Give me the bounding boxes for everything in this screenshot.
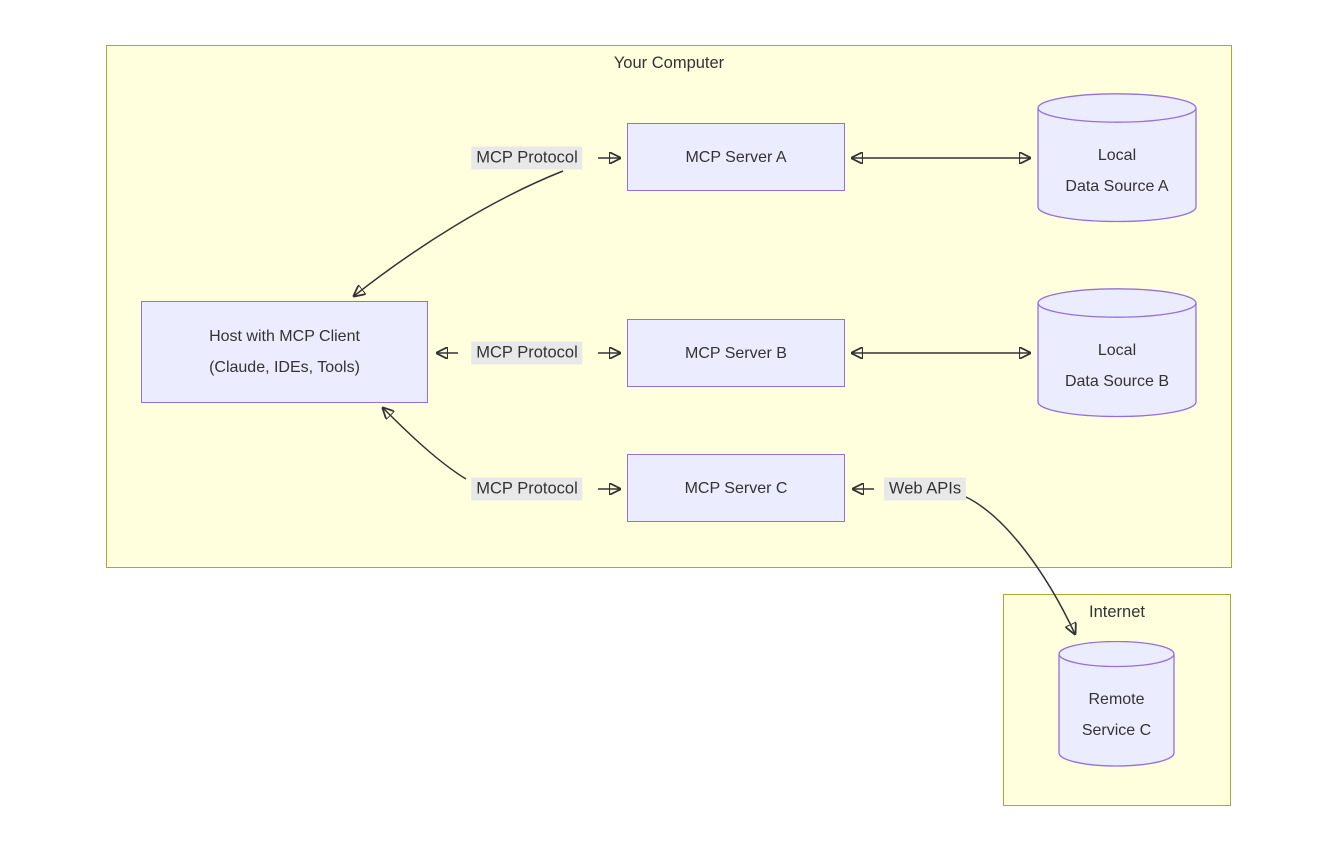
node-mcp-server-b: MCP Server B xyxy=(627,319,845,387)
node-remote-service-c: Remote Service C xyxy=(1058,641,1175,768)
database-icon xyxy=(1058,641,1175,767)
edge-label-web-apis: Web APIs xyxy=(883,477,967,501)
node-mcp-server-a-label: MCP Server A xyxy=(685,148,787,166)
node-mcp-server-c-label: MCP Server C xyxy=(684,479,788,497)
node-local-data-source-b: Local Data Source B xyxy=(1037,288,1197,418)
node-local-data-source-b-line1: Local xyxy=(1097,341,1137,359)
node-local-data-source-a: Local Data Source A xyxy=(1037,93,1197,223)
node-mcp-server-c: MCP Server C xyxy=(627,454,845,522)
node-mcp-server-b-label: MCP Server B xyxy=(685,344,787,362)
database-icon xyxy=(1037,288,1197,418)
edge-label-mcp-protocol-b: MCP Protocol xyxy=(471,341,583,365)
node-host-label-line2: (Claude, IDEs, Tools) xyxy=(209,359,360,376)
node-remote-service-c-line2: Service C xyxy=(1081,722,1152,739)
node-host: Host with MCP Client (Claude, IDEs, Tool… xyxy=(141,301,428,403)
node-local-data-source-a-line1: Local xyxy=(1097,146,1137,164)
node-mcp-server-a: MCP Server A xyxy=(627,123,845,191)
edge-label-mcp-protocol-a: MCP Protocol xyxy=(471,146,583,170)
node-host-label-line1: Host with MCP Client xyxy=(209,328,360,345)
container-internet-title: Internet xyxy=(1089,603,1145,621)
node-remote-service-c-line1: Remote xyxy=(1088,691,1145,708)
edge-label-mcp-protocol-c: MCP Protocol xyxy=(471,477,583,501)
container-your-computer-title: Your Computer xyxy=(613,54,725,72)
database-icon xyxy=(1037,93,1197,223)
node-local-data-source-b-line2: Data Source B xyxy=(1064,372,1170,390)
node-local-data-source-a-line2: Data Source A xyxy=(1065,177,1169,195)
